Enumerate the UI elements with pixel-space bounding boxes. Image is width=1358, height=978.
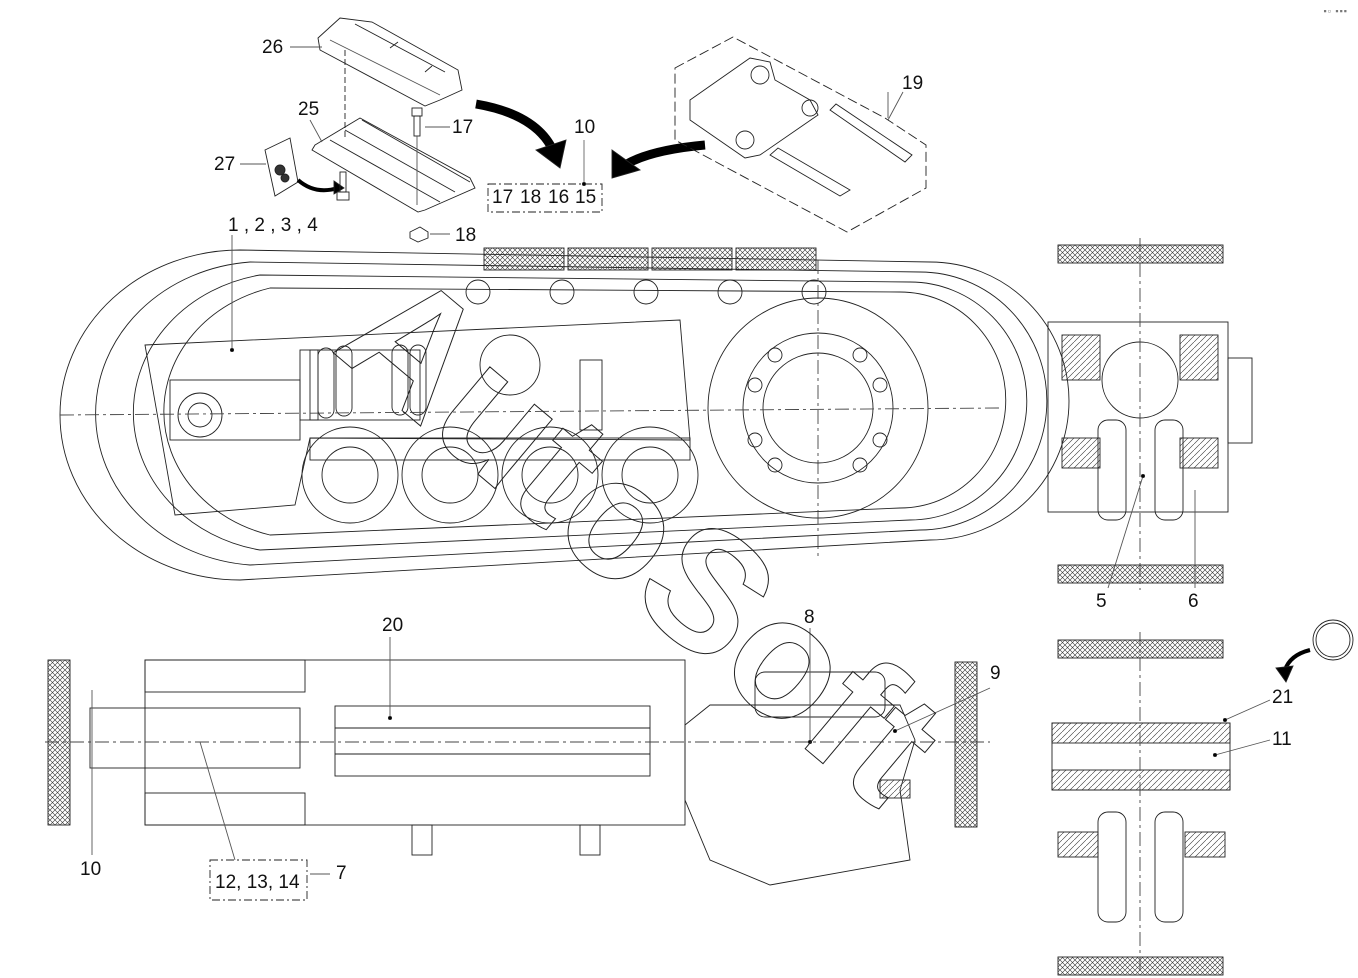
track-link-19 (689, 57, 913, 197)
snap-ring-icon (1312, 619, 1354, 661)
callout-21: 21 (1272, 687, 1294, 708)
arrow-bag-to-bolt (296, 178, 339, 193)
track-pad-26 (317, 17, 463, 107)
nut-18 (409, 226, 429, 243)
callout-26: 26 (262, 37, 284, 58)
track-plate-25 (311, 117, 476, 213)
track-pads-top (465, 247, 827, 305)
callout-group-17: 17 (492, 187, 514, 208)
bag-27 (264, 137, 299, 197)
callout-20: 20 (382, 615, 404, 636)
plan-view (47, 659, 978, 886)
link-kit-boundary (674, 36, 927, 233)
callout-11: 11 (1272, 729, 1292, 750)
callout-5: 5 (1096, 591, 1107, 612)
track-rollers (301, 426, 699, 524)
callout-17: 17 (452, 117, 474, 138)
callout-group-18: 18 (520, 187, 542, 208)
callout-6: 6 (1188, 591, 1199, 612)
roller-section (1047, 244, 1253, 584)
watermark: AutoSoft (306, 232, 979, 840)
callout-group-16: 16 (548, 187, 570, 208)
arrow-link-to-track (622, 140, 706, 169)
recoil-spring (299, 344, 427, 421)
centerline (59, 407, 1001, 416)
callout-9: 9 (990, 663, 1001, 684)
track-loop (59, 249, 1070, 581)
callout-8: 8 (804, 607, 815, 628)
bolt-17 (411, 107, 423, 205)
idler-section (1051, 639, 1231, 976)
callout-18: 18 (455, 225, 477, 246)
callout-group-15: 15 (575, 187, 597, 208)
callout-27: 27 (214, 154, 236, 175)
callout-10-bottom: 10 (80, 859, 102, 880)
corner-mark: ▪▫ ▪▪▪ (1323, 6, 1348, 16)
svg-text:AutoSoft: AutoSoft (306, 233, 978, 840)
callout-25: 25 (298, 99, 320, 120)
callout-group-box-2 (209, 859, 308, 901)
callout-19: 19 (902, 73, 924, 94)
callout-group-box (487, 183, 603, 213)
bolt-loose (336, 171, 350, 201)
callout-10-top: 10 (574, 117, 596, 138)
arrow-head (333, 180, 345, 195)
callout-1-2-3-4: 1 , 2 , 3 , 4 (228, 215, 318, 236)
callout-7: 7 (336, 863, 347, 884)
callout-12-13-14: 12, 13, 14 (215, 872, 300, 893)
